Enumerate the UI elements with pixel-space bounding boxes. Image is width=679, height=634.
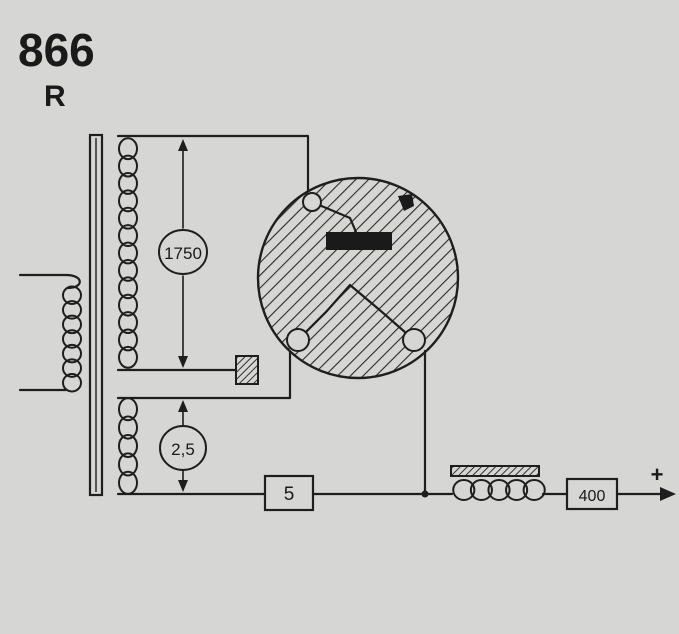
primary-winding [18, 273, 82, 393]
filament-coil-turn [118, 470, 138, 495]
choke-coil-turn [505, 479, 529, 501]
filament-resistor-label: 5 [284, 484, 295, 505]
tube-pin-filament-right [402, 328, 426, 352]
filter-choke [450, 465, 546, 501]
choke-coil-turn [487, 479, 511, 501]
plate-coil-turn [118, 224, 138, 248]
tube-pin-filament-left [286, 328, 310, 352]
filament-coil-turn [118, 452, 138, 477]
plate-coil-turn [118, 258, 138, 282]
filament-voltage-indicator: 2,5 [159, 400, 207, 492]
choke-coil-turn [452, 479, 476, 501]
ground-symbol [235, 355, 259, 385]
plate-coil-turn [118, 189, 138, 213]
filament-coil-turn [118, 397, 138, 422]
filament-voltage-label: 2,5 [171, 440, 195, 459]
primary-coil-turn [62, 343, 82, 364]
rectifier-tube [256, 176, 460, 380]
junction-dot [421, 490, 429, 498]
plate-coil-turn [118, 206, 138, 230]
plate-coil-turn [118, 311, 138, 334]
tube-pin-key [398, 194, 414, 211]
plate-coil-turn [118, 154, 138, 178]
filament-coil-turn [118, 433, 138, 459]
choke-coil-turn [469, 479, 493, 501]
plate-coil-turn [118, 241, 138, 265]
tube-suffix-label: R [44, 80, 66, 113]
primary-coil-turn [62, 329, 82, 349]
plate-coil-turn [118, 345, 138, 369]
tube-plate [326, 232, 392, 250]
primary-coil-turn [62, 300, 82, 320]
plate-winding [116, 134, 310, 372]
filament-coil-turn [118, 415, 138, 440]
filament-resistor: 5 [263, 474, 315, 512]
plate-coil-turn [118, 137, 138, 161]
primary-coil-turn [62, 372, 82, 393]
transformer-core [88, 133, 104, 497]
choke-coil-turn [522, 479, 546, 501]
primary-coil-turn [62, 285, 82, 306]
primary-coil-turn [62, 314, 82, 335]
plate-coil-turn [118, 276, 138, 300]
primary-coil-turn [62, 358, 82, 378]
plate-voltage-label: 1750 [164, 244, 202, 263]
tube-pin-plate [302, 192, 322, 212]
filament-winding [116, 343, 292, 496]
plate-voltage-indicator: 1750 [158, 139, 208, 368]
plate-coil-turn [118, 328, 138, 352]
plate-coil-turn [118, 172, 138, 195]
tube-type-label: 866 [18, 24, 95, 76]
output-resistor-label: 400 [579, 488, 606, 505]
plate-coil-turn [118, 293, 138, 317]
output-resistor: 400 [565, 477, 619, 511]
output-terminal-arrow: + [615, 462, 676, 501]
output-polarity-label: + [651, 462, 664, 487]
